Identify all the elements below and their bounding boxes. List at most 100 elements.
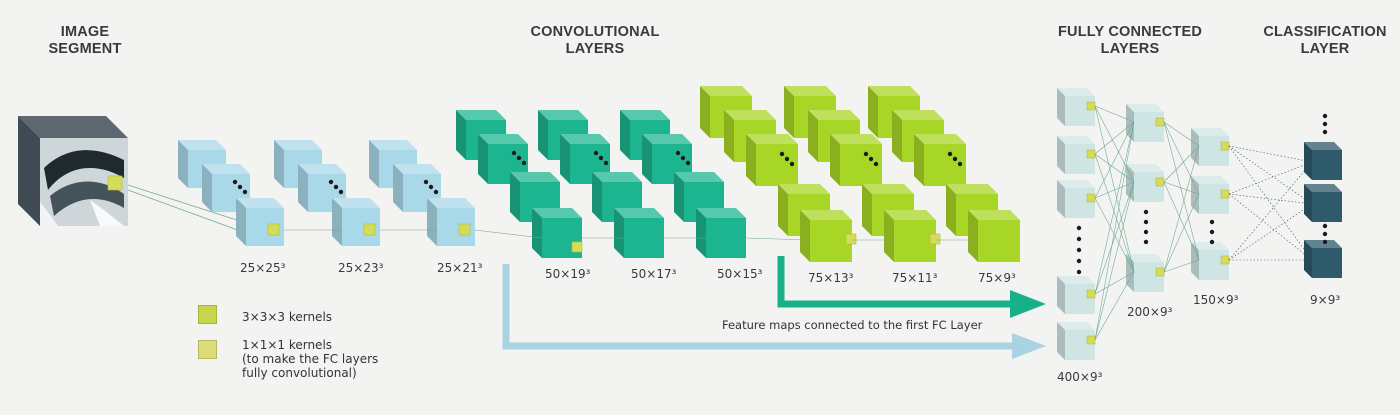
cube-front-face: [978, 220, 1020, 262]
label-fc-3: 150×9³: [1193, 293, 1239, 307]
layer-ellipsis-dot: [603, 160, 609, 166]
cube-side-face: [1057, 88, 1065, 126]
image-cube-top: [18, 116, 128, 138]
cube-side-face: [830, 134, 840, 186]
fc-connection-line: [1094, 197, 1135, 273]
fc-connection-line: [1163, 121, 1200, 147]
layer-kernel-marker: [267, 223, 280, 236]
layer-ellipsis-dot: [675, 150, 681, 156]
label-layer-2: 25×23³: [338, 261, 384, 275]
cube-top-face: [1304, 184, 1342, 192]
cube-side-face: [614, 208, 624, 258]
layer-ellipsis-dot: [779, 151, 785, 157]
cube-top-face: [1057, 88, 1095, 96]
label-layer-6: 50×15³: [717, 267, 763, 281]
cls-connection-line: [1228, 193, 1313, 261]
cube-side-face: [592, 172, 602, 222]
cube-side-face: [1057, 136, 1065, 174]
cube-side-face: [456, 110, 466, 160]
fc-connection-line: [1163, 193, 1200, 273]
cube-front-face: [810, 220, 852, 262]
cube-top-face: [830, 134, 882, 144]
cls-ellipsis-dot: [1322, 121, 1328, 127]
fc2-cube: [1126, 164, 1164, 202]
label-layer-8: 75×11³: [892, 271, 938, 285]
legend-label-3x3x3: 3×3×3 kernels: [242, 310, 333, 324]
layer-cube: [393, 164, 441, 212]
layer-cube: [830, 134, 882, 186]
legend-swatch-1x1x1: [198, 340, 217, 359]
cls-connection-line: [1228, 145, 1313, 261]
cube-side-face: [884, 210, 894, 262]
layer-cube: [696, 208, 746, 258]
cube-top-face: [1191, 242, 1229, 250]
layer-ellipsis-dot: [789, 161, 795, 167]
cube-side-face: [478, 134, 488, 184]
connection-line: [745, 237, 811, 241]
fc-ellipsis-dot: [1143, 209, 1149, 215]
cube-top-face: [427, 198, 475, 208]
cube-top-face: [592, 172, 642, 182]
cube-front-face: [1312, 150, 1342, 180]
cube-top-face: [298, 164, 346, 174]
fc-connection-line: [1163, 259, 1200, 273]
classification-cube: [1304, 240, 1342, 278]
fc3-cube: [1191, 128, 1229, 166]
cube-top-face: [456, 110, 506, 120]
layer-kernel-marker: [571, 241, 583, 253]
cls-connection-line: [1228, 161, 1313, 261]
fc-kernel-marker: [1086, 149, 1096, 159]
label-layer-9: 75×9³: [978, 271, 1016, 285]
fc-connection-line: [1094, 271, 1135, 295]
fc1-cube: [1057, 180, 1095, 218]
cube-side-face: [298, 164, 308, 212]
image-texture: [44, 150, 124, 190]
image-cube-side: [18, 116, 40, 226]
layer-ellipsis-dot: [947, 151, 953, 157]
fc-ellipsis-dot: [1143, 219, 1149, 225]
cube-side-face: [784, 86, 794, 138]
fc-ellipsis-dot: [1209, 219, 1215, 225]
cube-front-face: [1312, 192, 1342, 222]
layer-ellipsis-dot: [593, 150, 599, 156]
cube-front-face: [1134, 172, 1164, 202]
connection-line: [474, 229, 543, 239]
fc-connection-line: [1094, 105, 1135, 123]
cube-top-face: [884, 210, 936, 220]
layer-ellipsis-dot: [863, 151, 869, 157]
cls-connection-line: [1228, 145, 1313, 205]
cube-side-face: [620, 110, 630, 160]
layer-cube: [968, 210, 1020, 262]
cube-top-face: [1304, 240, 1342, 248]
classification-cube: [1304, 142, 1342, 180]
cube-side-face: [696, 208, 706, 258]
cube-side-face: [1057, 276, 1065, 314]
cube-side-face: [332, 198, 342, 246]
layer-cube: [674, 172, 724, 222]
fc1-cube: [1057, 322, 1095, 360]
cube-top-face: [968, 210, 1020, 220]
fc1-cube: [1057, 136, 1095, 174]
cube-side-face: [946, 184, 956, 236]
cube-top-face: [914, 134, 966, 144]
layer-ellipsis-dot: [598, 155, 604, 161]
cube-front-face: [706, 218, 746, 258]
cube-top-face: [674, 172, 724, 182]
fc-connection-line: [1163, 145, 1200, 273]
fc-connection-line: [1094, 153, 1135, 273]
fc-ellipsis-dot: [1143, 229, 1149, 235]
cube-top-face: [746, 134, 798, 144]
fc-kernel-marker: [1086, 101, 1096, 111]
cls-ellipsis-dot: [1322, 239, 1328, 245]
layer-ellipsis-dot: [784, 156, 790, 162]
label-layer-1: 25×25³: [240, 261, 286, 275]
fc-connection-line: [1094, 181, 1135, 295]
cube-front-face: [1065, 96, 1095, 126]
layer-cube: [332, 198, 380, 246]
input-kernel-marker: [107, 175, 123, 191]
image-texture: [90, 200, 124, 226]
cube-side-face: [393, 164, 403, 212]
layer-cube: [884, 210, 936, 262]
